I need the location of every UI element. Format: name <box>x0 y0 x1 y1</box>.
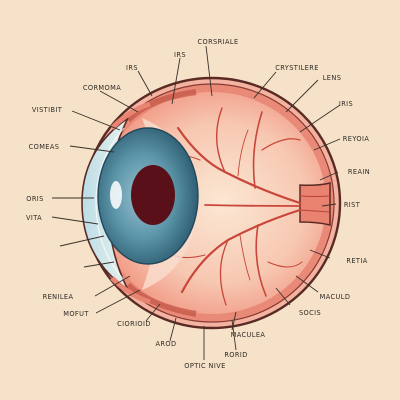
label-optic-nive: OPTIC NIVE <box>184 362 225 370</box>
label-reyoia: REYOIA <box>343 135 370 143</box>
label-retia: RETIA <box>346 257 367 265</box>
ciliary-band-top <box>125 89 197 123</box>
label-visitbit: VISTIBIT <box>32 106 63 114</box>
label-iris-right: IRIS <box>339 100 353 108</box>
label-reain: REAIN <box>348 168 370 176</box>
label-mofut: MOFUT <box>63 310 89 318</box>
upper-cornea-edge <box>110 101 151 130</box>
labels: CORSRIALE IRS IRS CRYSTILERE LENS CORMOM… <box>26 38 370 370</box>
label-ciorioid: CIORIOID <box>117 320 151 328</box>
label-oris: ORIS <box>26 195 44 203</box>
pupil-highlight <box>110 181 122 209</box>
label-comeas: COMEAS <box>29 143 60 151</box>
optic-nerve <box>299 182 331 226</box>
label-corsriale: CORSRIALE <box>197 38 238 46</box>
label-irs-top: IRS <box>174 51 186 59</box>
label-arod: AROD <box>156 340 177 348</box>
lower-cornea-edge <box>110 276 151 305</box>
label-rist: RIST <box>344 201 361 209</box>
leader-lines <box>51 45 341 360</box>
label-irs-left: IRS <box>126 64 138 72</box>
pupil <box>131 165 175 225</box>
label-lens: LENS <box>323 74 342 82</box>
ciliary-band-bottom <box>125 282 197 317</box>
label-maculd: MACULD <box>320 293 351 301</box>
label-crystilere: CRYSTILERE <box>275 64 319 72</box>
label-socis: SOCIS <box>299 309 321 317</box>
label-maculea: MACULEA <box>231 331 266 339</box>
label-renilea: RENILEA <box>43 293 74 301</box>
iris-pupil <box>97 127 199 265</box>
label-cormoma: CORMOMA <box>83 84 121 92</box>
label-rorid: RORID <box>224 351 247 359</box>
label-vita: VITA <box>26 214 42 222</box>
